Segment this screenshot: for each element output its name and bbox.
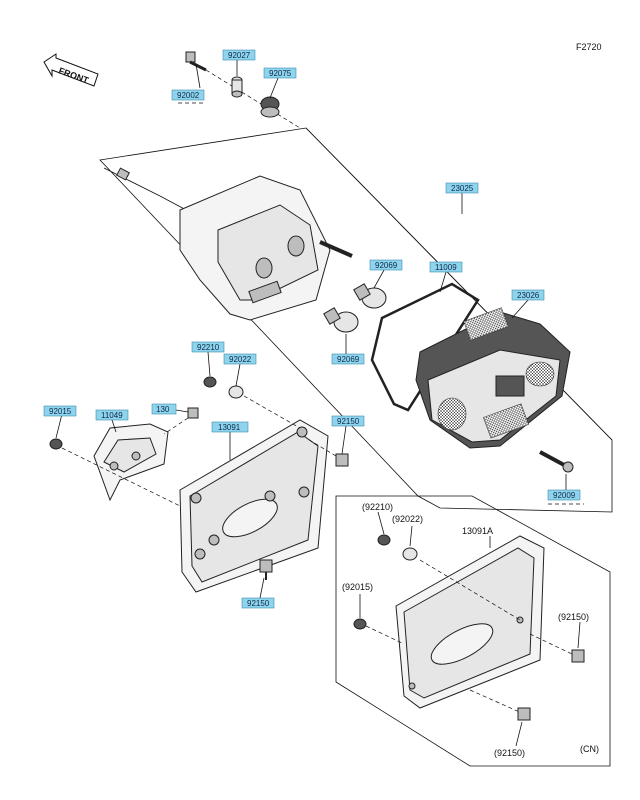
tag-92210[interactable]: 92210 bbox=[191, 341, 225, 353]
tag-92022-text: 92022 bbox=[229, 355, 252, 364]
tag-92069b[interactable]: 92069 bbox=[331, 353, 365, 365]
cn-region-label: (CN) bbox=[580, 744, 599, 754]
tag-23026[interactable]: 23026 bbox=[511, 289, 545, 301]
cn-nut-92015-icon bbox=[353, 618, 367, 630]
nut-92015-icon bbox=[49, 438, 181, 507]
nut-92210-icon bbox=[203, 376, 217, 388]
bolt-92150b-icon bbox=[259, 559, 273, 580]
leader-lines bbox=[55, 60, 567, 599]
tail-light-housing bbox=[179, 175, 353, 321]
wire-lead-icon bbox=[103, 167, 191, 213]
tag-92150a-text: 92150 bbox=[337, 417, 360, 426]
tag-92022[interactable]: 92022 bbox=[223, 353, 257, 365]
tag-92027[interactable]: 92027 bbox=[222, 49, 256, 61]
cn-bolt-92150a-icon bbox=[571, 649, 585, 663]
tag-92150a[interactable]: 92150 bbox=[331, 415, 365, 427]
front-arrow-icon: FRONT bbox=[43, 53, 99, 87]
tag-92069b-text: 92069 bbox=[337, 355, 360, 364]
tag-92002[interactable]: 92002 bbox=[171, 89, 205, 104]
tag-92150b-text: 92150 bbox=[247, 599, 270, 608]
cn-label-92150a[interactable]: (92150) bbox=[558, 612, 589, 622]
cn-label-92022[interactable]: (92022) bbox=[392, 514, 423, 524]
collar-92027-icon bbox=[231, 76, 243, 98]
bracket-11049-icon bbox=[93, 423, 169, 502]
tag-11049-text: 11049 bbox=[101, 411, 123, 420]
bolt-130-icon bbox=[163, 407, 199, 435]
tag-92009-text: 92009 bbox=[553, 491, 576, 500]
tag-92150b[interactable]: 92150 bbox=[241, 597, 275, 609]
tag-13091[interactable]: 13091 bbox=[211, 421, 249, 433]
tag-11009-text: 11009 bbox=[435, 263, 457, 272]
tag-92002-text: 92002 bbox=[177, 91, 200, 100]
grommet-92075-icon bbox=[260, 96, 280, 118]
tag-92009[interactable]: 92009 bbox=[547, 489, 584, 505]
tag-92069a-text: 92069 bbox=[375, 261, 398, 270]
cn-bolt-92150b-icon bbox=[517, 707, 531, 721]
figure-code: F2720 bbox=[576, 42, 602, 52]
tag-130-text: 130 bbox=[156, 405, 170, 414]
tag-92015-text: 92015 bbox=[49, 407, 72, 416]
cn-washer-92022-icon bbox=[402, 547, 418, 561]
cn-label-92015[interactable]: (92015) bbox=[342, 582, 373, 592]
tag-130[interactable]: 130 bbox=[151, 403, 177, 415]
tag-92015[interactable]: 92015 bbox=[43, 405, 77, 417]
cn-section bbox=[335, 495, 611, 767]
tag-92075[interactable]: 92075 bbox=[263, 67, 297, 79]
tag-11009[interactable]: 11009 bbox=[429, 261, 463, 273]
cn-label-92150b[interactable]: (92150) bbox=[494, 748, 525, 758]
plate-bracket-13091-icon bbox=[179, 419, 329, 593]
screw-92009-icon bbox=[539, 450, 574, 473]
bulb-upper-icon bbox=[353, 283, 387, 309]
tag-23025-text: 23025 bbox=[451, 184, 474, 193]
tag-13091-text: 13091 bbox=[218, 423, 241, 432]
bolt-92002-icon bbox=[185, 51, 301, 129]
tag-92075-text: 92075 bbox=[269, 69, 292, 78]
tag-23025[interactable]: 23025 bbox=[445, 182, 479, 194]
cn-nut-92210-icon bbox=[377, 534, 391, 546]
tag-92210-text: 92210 bbox=[197, 343, 220, 352]
cn-label-92210[interactable]: (92210) bbox=[362, 502, 393, 512]
bulb-lower-icon bbox=[323, 307, 359, 333]
tag-92027-text: 92027 bbox=[228, 51, 251, 60]
bolt-92150a-icon bbox=[305, 437, 349, 467]
lens-23026-icon bbox=[415, 307, 571, 449]
tag-11049[interactable]: 11049 bbox=[95, 409, 129, 421]
tag-23026-text: 23026 bbox=[517, 291, 540, 300]
gasket-11009-icon bbox=[370, 282, 480, 412]
tag-92069a[interactable]: 92069 bbox=[369, 259, 403, 271]
cn-label-13091a[interactable]: 13091A bbox=[462, 526, 493, 536]
